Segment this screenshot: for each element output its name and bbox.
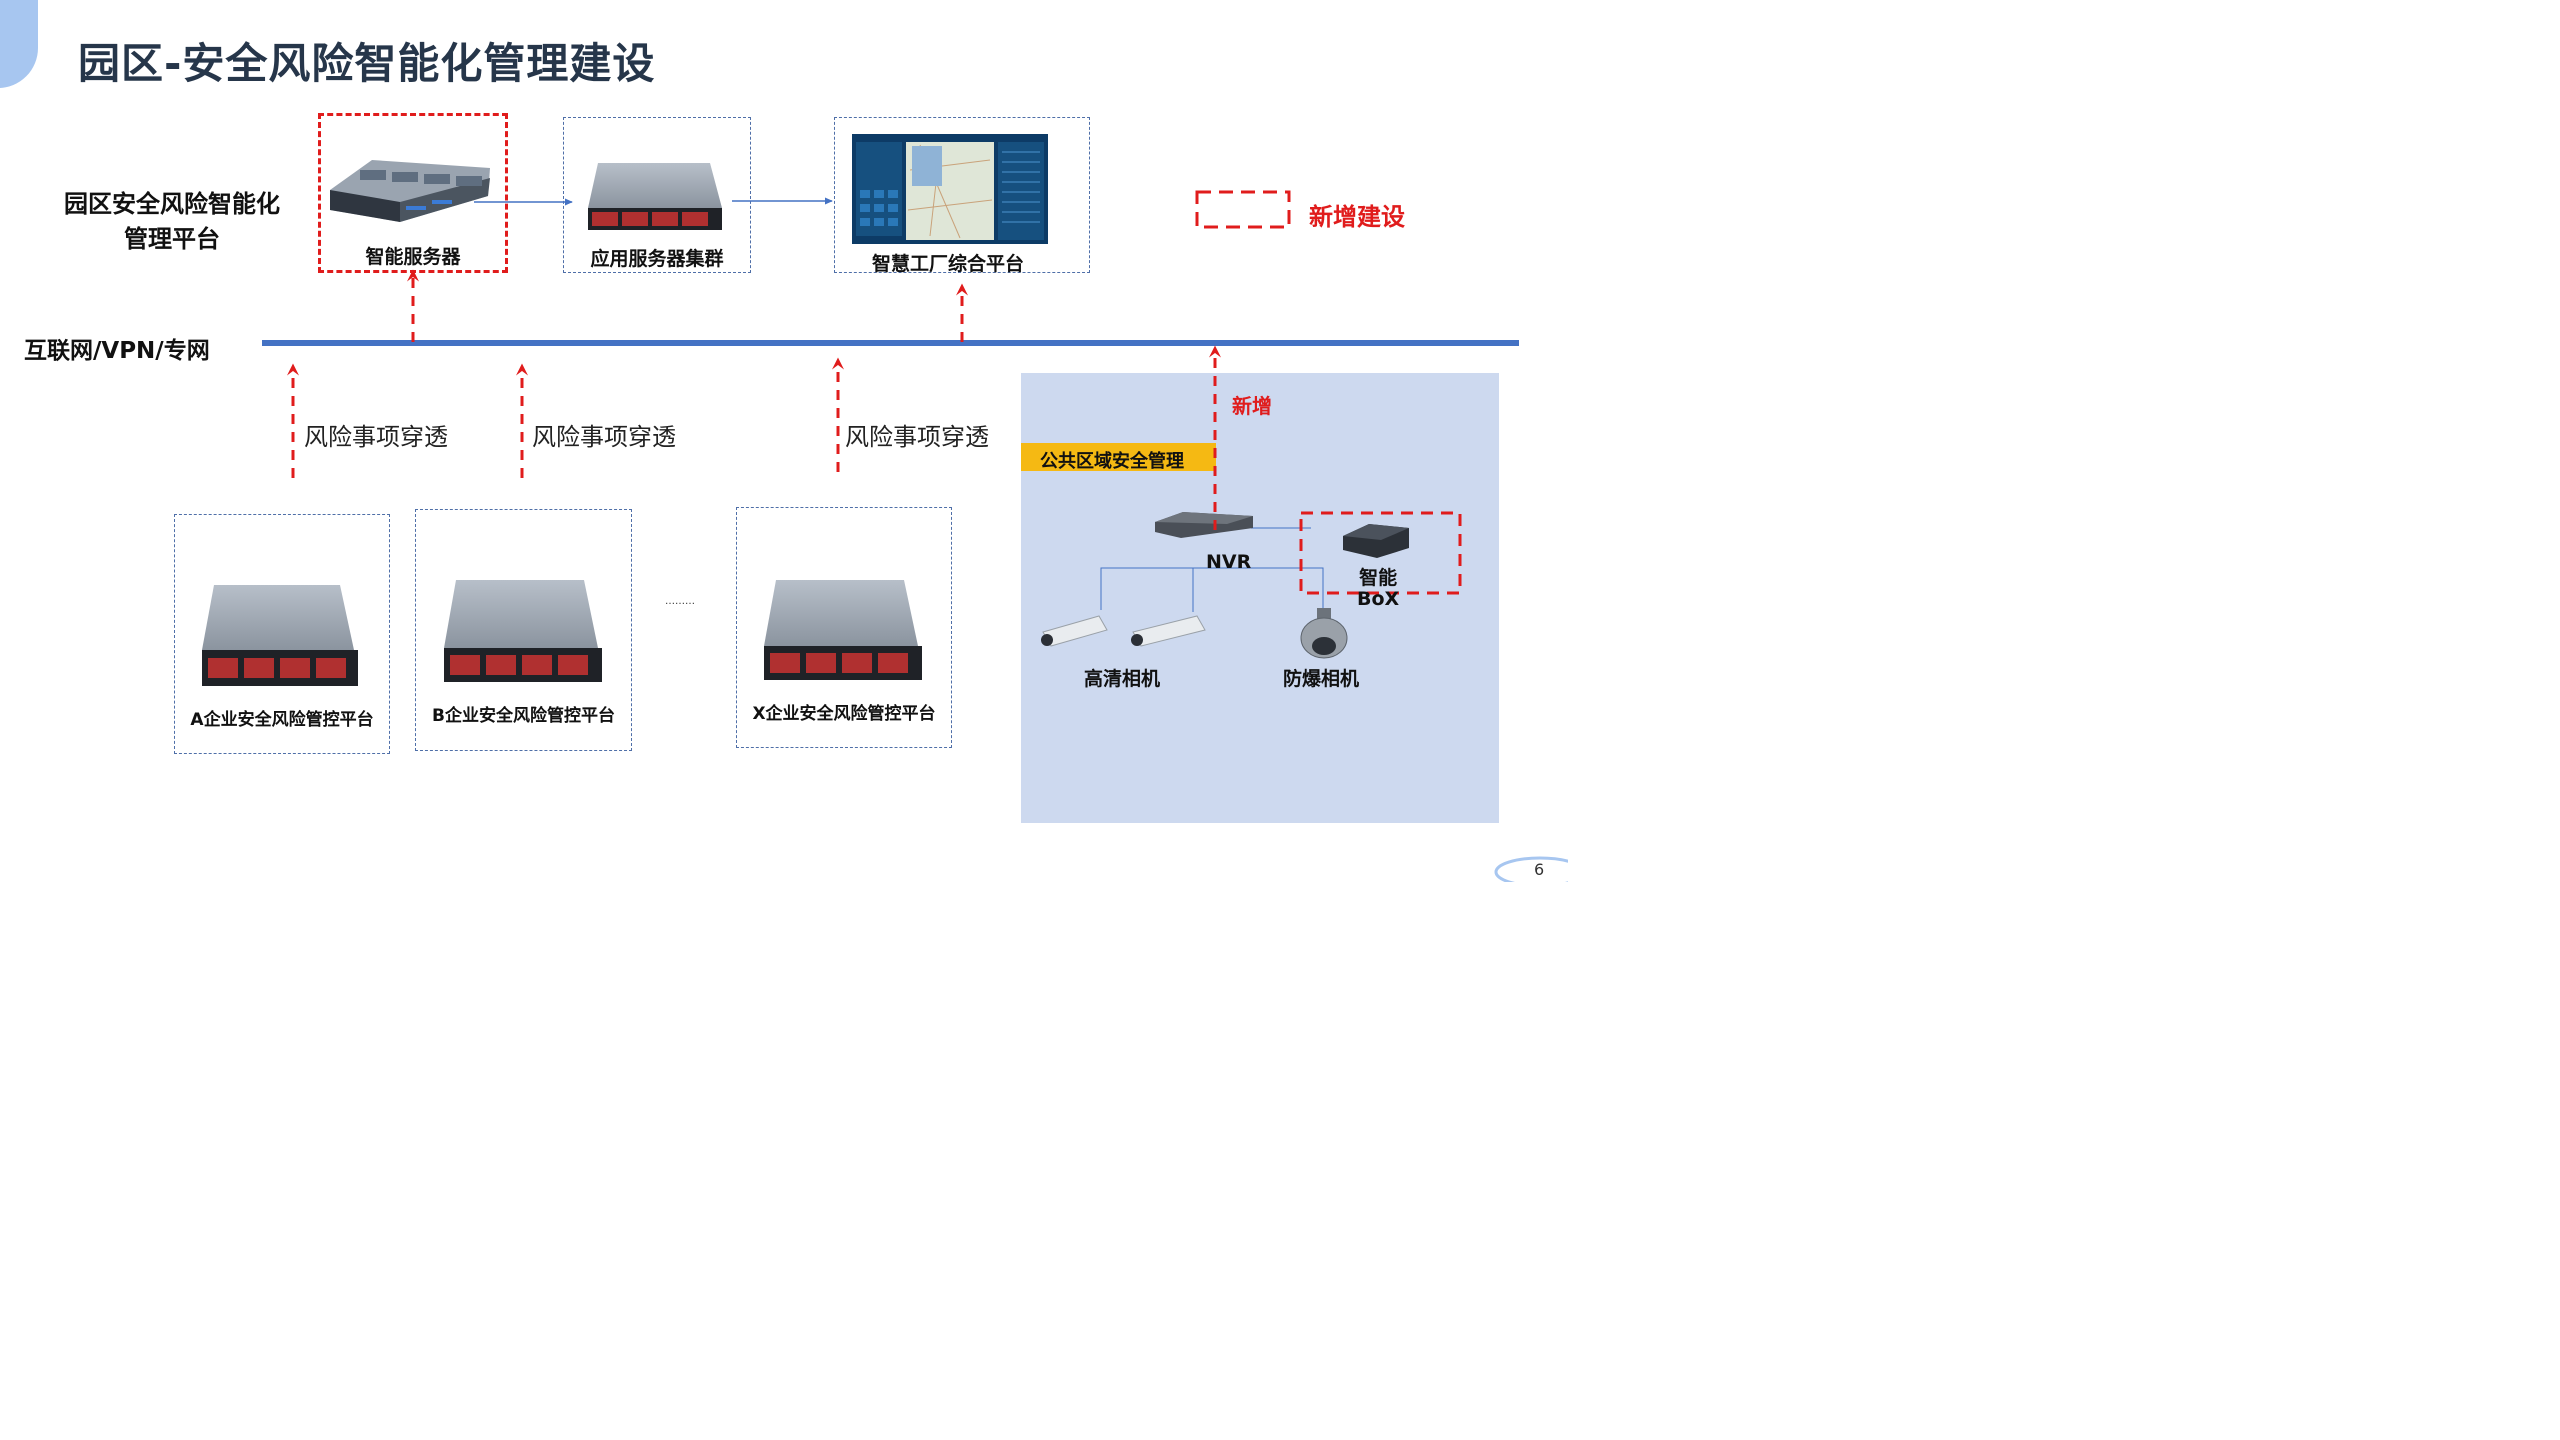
enterprise-servers bbox=[202, 580, 922, 686]
legend-new-build-label: 新增建设 bbox=[1309, 203, 1405, 231]
risk-label-a: 风险事项穿透 bbox=[304, 423, 448, 451]
enterprise-x-server-image bbox=[764, 580, 922, 680]
app-server-cluster-label: 应用服务器集群 bbox=[590, 248, 724, 270]
hd-camera-2 bbox=[1131, 615, 1206, 647]
app-server-image bbox=[588, 163, 722, 230]
platform-label-line2: 管理平台 bbox=[124, 225, 220, 253]
enterprise-box-b bbox=[415, 509, 632, 751]
diagram-canvas bbox=[262, 134, 1519, 478]
nvr-label: NVR bbox=[1206, 551, 1252, 573]
page-title: 园区-安全风险智能化管理建设 bbox=[78, 39, 656, 88]
network-label: 互联网/VPN/专网 bbox=[24, 338, 210, 364]
hd-camera-label: 高清相机 bbox=[1084, 668, 1161, 690]
smart-server-image bbox=[330, 160, 490, 222]
enterprise-b-label: B企业安全风险管控平台 bbox=[432, 706, 615, 726]
legend-new-build-swatch bbox=[1195, 190, 1291, 229]
page-number-badge bbox=[1494, 856, 1568, 882]
public-area-devices bbox=[1041, 345, 1462, 659]
enterprise-b-server-image bbox=[444, 580, 602, 682]
smart-box-label: 智能 BoX bbox=[1357, 568, 1399, 610]
explosion-proof-camera bbox=[1300, 608, 1348, 659]
enterprise-a-server-image bbox=[202, 585, 358, 686]
smart-box-label-line1: 智能 bbox=[1359, 567, 1398, 589]
page-number: 6 bbox=[1534, 860, 1545, 879]
smart-box-device bbox=[1343, 524, 1409, 558]
enterprise-box-x bbox=[736, 507, 952, 748]
enterprise-a-label: A企业安全风险管控平台 bbox=[190, 710, 374, 730]
nvr-device bbox=[1155, 512, 1253, 538]
app-server-cluster-box bbox=[563, 117, 751, 273]
platform-screenshot-image bbox=[852, 134, 1048, 244]
smart-server-label: 智能服务器 bbox=[365, 246, 461, 268]
platform-label: 园区安全风险智能化 管理平台 bbox=[56, 184, 288, 254]
risk-label-x: 风险事项穿透 bbox=[845, 423, 989, 451]
public-area-label: 公共区域安全管理 bbox=[1040, 451, 1184, 472]
public-area-band bbox=[1021, 443, 1216, 471]
enterprise-box-a bbox=[174, 514, 390, 754]
smart-box-label-line2: BoX bbox=[1357, 588, 1400, 610]
explosion-camera-label: 防爆相机 bbox=[1283, 668, 1360, 690]
enterprise-x-label: X企业安全风险管控平台 bbox=[752, 704, 936, 724]
ellipsis: ……… bbox=[665, 596, 695, 607]
platform-label-line1: 园区安全风险智能化 bbox=[64, 190, 280, 218]
new-label: 新增 bbox=[1232, 394, 1272, 418]
risk-label-b: 风险事项穿透 bbox=[532, 423, 676, 451]
hd-camera-1 bbox=[1041, 615, 1108, 647]
smart-factory-platform-box bbox=[834, 117, 1090, 273]
smart-factory-platform-label: 智慧工厂综合平台 bbox=[871, 253, 1024, 275]
